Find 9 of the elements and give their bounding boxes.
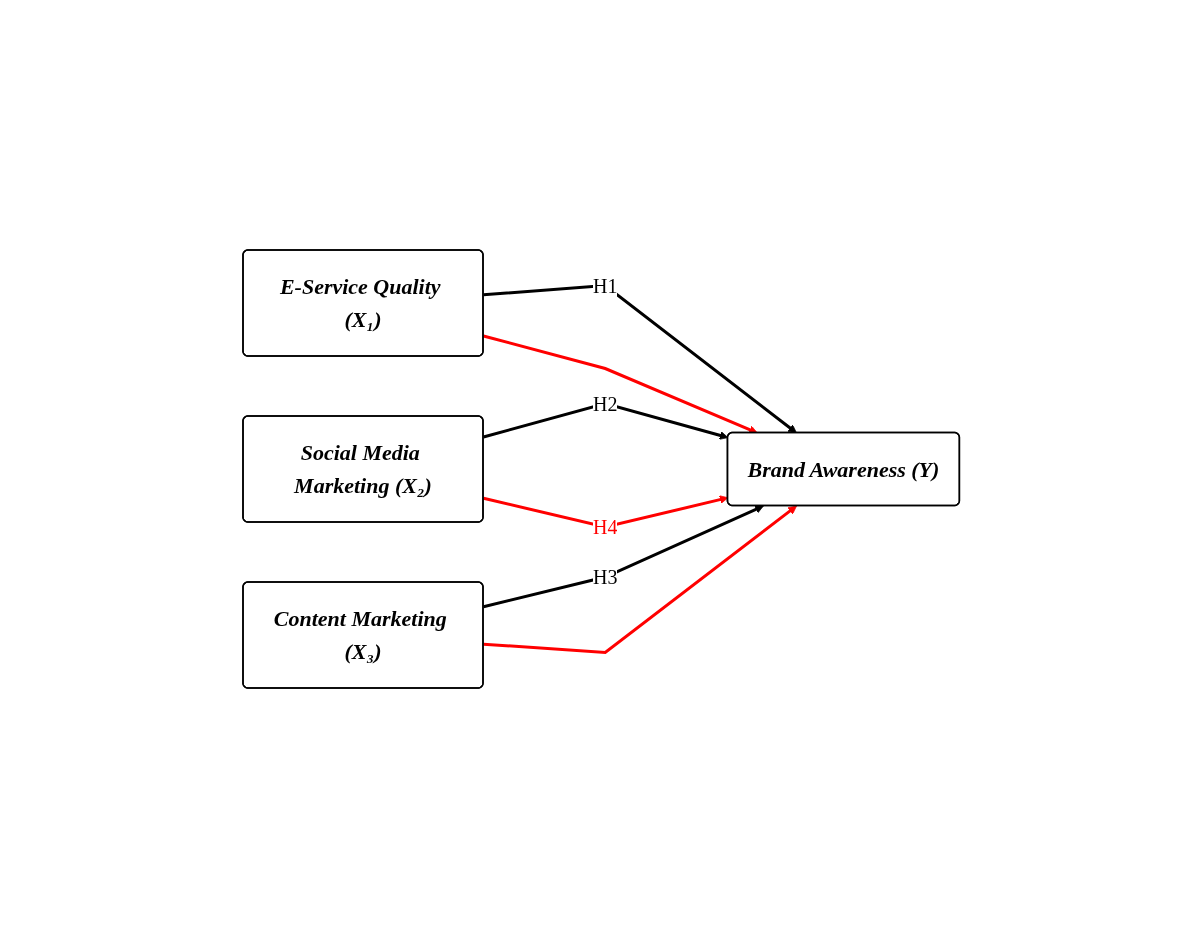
edge-label: H3: [593, 565, 618, 588]
arrow: [483, 494, 729, 529]
arrow: [483, 334, 759, 434]
arrow: [483, 283, 798, 433]
edge-label: H4: [593, 515, 618, 538]
edge-label: H1: [593, 274, 618, 296]
edge-label: H2: [593, 392, 618, 414]
arrow: [483, 505, 798, 654]
arrow: [483, 504, 765, 608]
